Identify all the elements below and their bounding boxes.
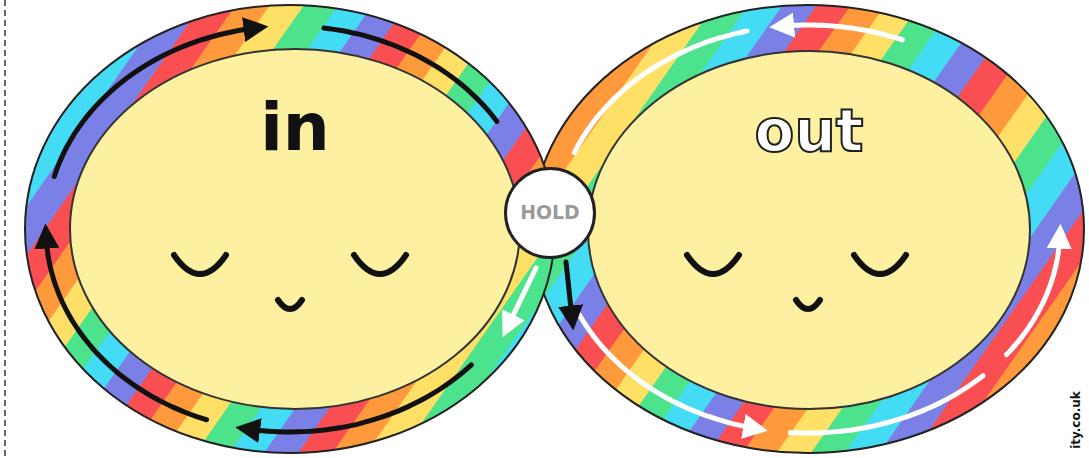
node-label: out — [586, 97, 1032, 165]
smile — [796, 300, 820, 309]
closed-eye — [354, 255, 406, 274]
sleepy-face — [687, 255, 906, 309]
watermark: ity.co.uk — [1069, 391, 1083, 449]
flow-arrow — [782, 25, 903, 40]
flow-arrow — [566, 262, 572, 318]
hold-circle: HOLD — [503, 166, 597, 260]
breathe-out-zone: out — [586, 49, 1032, 411]
node-label: HOLD — [503, 201, 597, 223]
smile — [278, 300, 302, 309]
rainbow-band — [25, 5, 555, 453]
breathe-in-zone: in — [68, 47, 522, 411]
closed-eye — [854, 255, 906, 274]
closed-eye — [687, 255, 739, 274]
cut-line — [4, 0, 6, 458]
sleepy-face — [174, 255, 406, 309]
closed-eye — [174, 255, 226, 274]
rainbow-band — [532, 5, 1084, 453]
node-label: in — [68, 89, 522, 166]
